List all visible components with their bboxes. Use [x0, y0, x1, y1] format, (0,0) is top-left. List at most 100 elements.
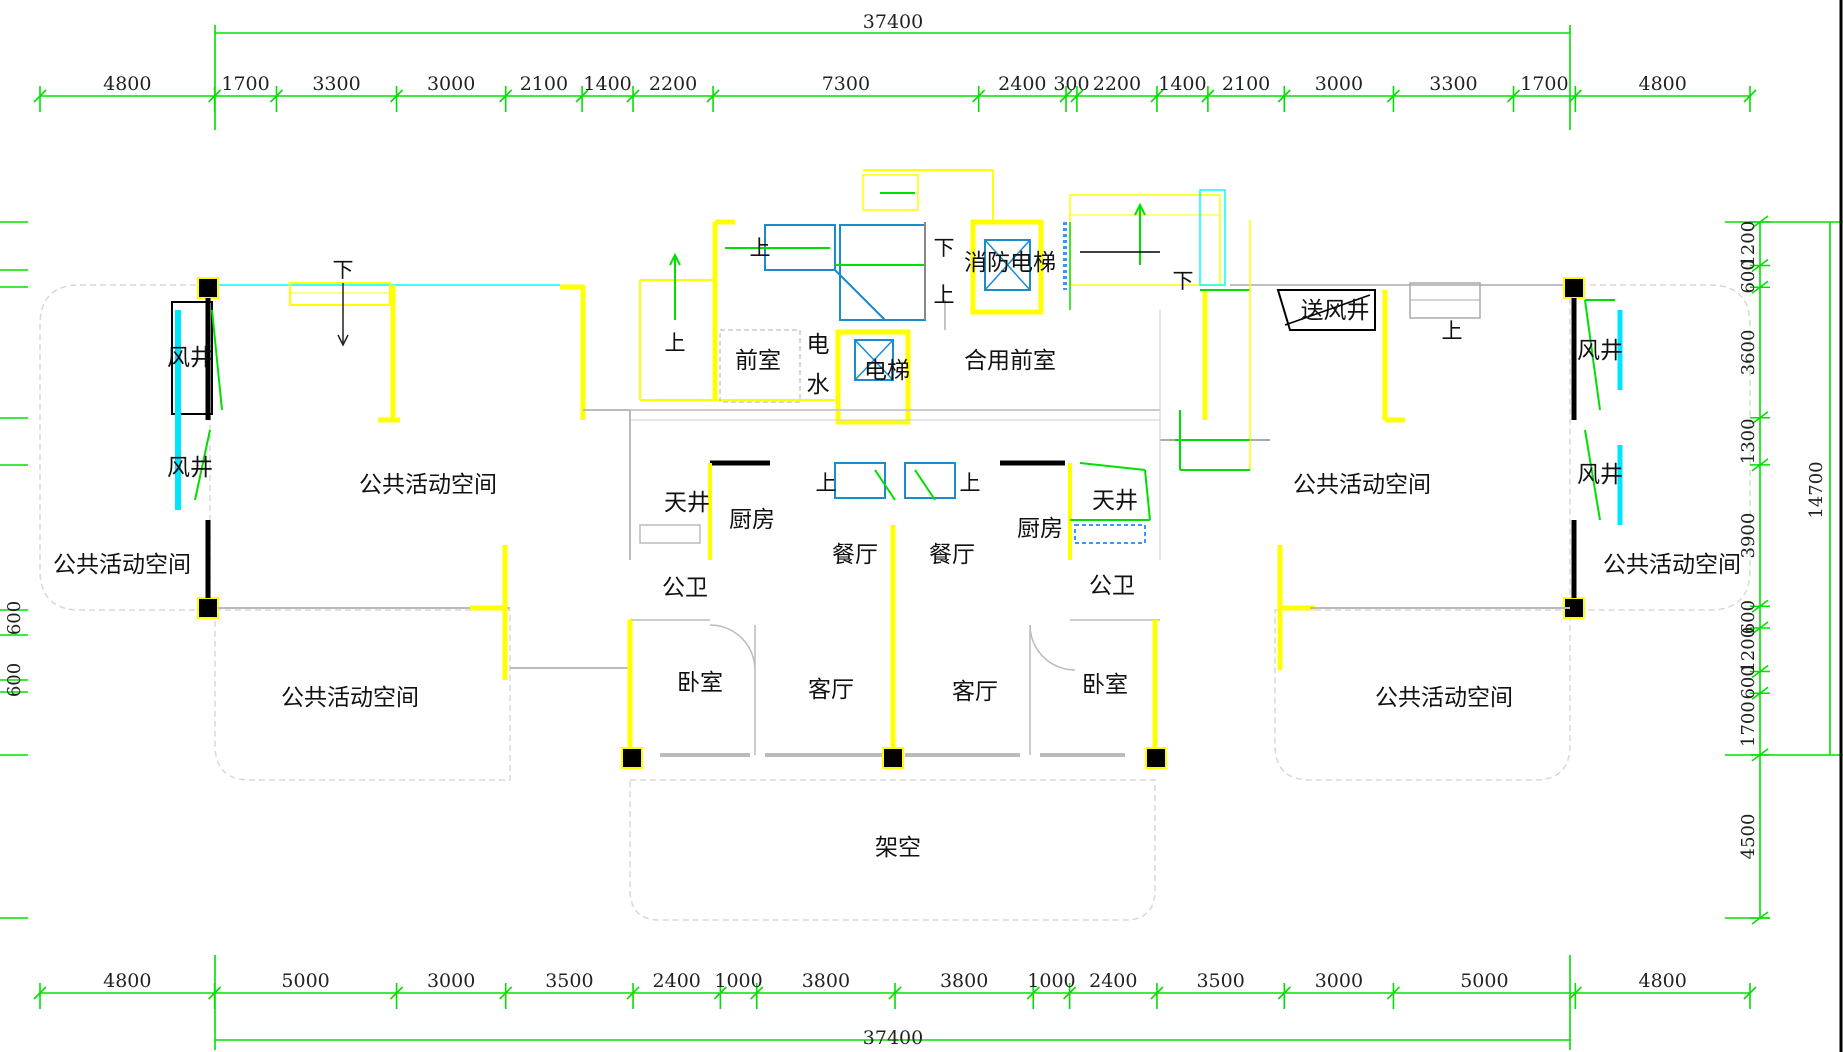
- right-dim-6: 600: [1738, 600, 1759, 634]
- label-stilt: 架空: [875, 835, 921, 861]
- left-dimensions: [0, 221, 28, 919]
- bottom-dim-11: 3500: [1196, 970, 1244, 992]
- top-dim-8: 7300: [822, 73, 870, 95]
- label-public-space-6: 公共活动空间: [1603, 552, 1741, 578]
- right-dimension-ticks: [1750, 215, 1770, 925]
- label-shared-front-room: 合用前室: [964, 348, 1056, 374]
- label-living-left: 客厅: [808, 677, 854, 703]
- bottom-dim-5: 2400: [653, 970, 701, 992]
- label-public-wc-left: 公卫: [662, 575, 708, 601]
- right-total-dim: 14700: [1806, 461, 1827, 518]
- label-public-space-1: 公共活动空间: [359, 472, 497, 498]
- core-walls: [629, 169, 1251, 560]
- top-dim-2: 1700: [221, 73, 269, 95]
- stair-down-core-right: 下: [1173, 269, 1194, 293]
- top-dim-3: 3300: [312, 73, 360, 95]
- right-dim-1: 1200: [1738, 221, 1759, 267]
- label-public-space-3: 公共活动空间: [281, 685, 419, 711]
- top-dim-13: 2100: [1222, 73, 1270, 95]
- bottom-dim-12: 3000: [1315, 970, 1363, 992]
- label-front-room: 前室: [735, 348, 781, 374]
- stair-up-core-landing: 上: [934, 283, 955, 307]
- top-dim-10: 300: [1053, 73, 1089, 95]
- label-air-shaft-left-2: 风井: [167, 455, 213, 481]
- bottom-dim-14: 4800: [1639, 970, 1687, 992]
- right-dim-7: 1200: [1738, 627, 1759, 673]
- top-dim-15: 3300: [1429, 73, 1477, 95]
- bottom-dim-6: 1000: [714, 970, 762, 992]
- bottom-total-dim: 37400: [863, 1027, 923, 1049]
- stair-up-core-main: 上: [750, 236, 771, 260]
- stair-up-unit-left: 上: [816, 471, 837, 495]
- stair-up-right-wing: 上: [1442, 319, 1463, 343]
- bottom-dim-2: 5000: [281, 970, 329, 992]
- top-dim-16: 1700: [1520, 73, 1568, 95]
- label-bedroom-right: 卧室: [1082, 672, 1128, 698]
- room-labels: 风井 风井 公共活动空间 公共活动空间 公共活动空间 前室 电 水 电梯 消防电…: [53, 250, 1741, 861]
- label-public-wc-right: 公卫: [1089, 573, 1135, 599]
- left-wing-walls: [171, 277, 630, 680]
- bottom-dimension-labels: 4800 5000 3000 3500 2400 1000 3800 3800 1000 2400…: [103, 970, 1687, 992]
- label-public-space-5: 公共活动空间: [1375, 685, 1513, 711]
- right-dim-10: 4500: [1738, 814, 1759, 860]
- right-wing-walls: [1160, 277, 1623, 670]
- bottom-dim-7: 3800: [802, 970, 850, 992]
- stair-down-left-wing: 下: [333, 258, 354, 282]
- stair-labels: 下 上 上 下 上 下 上 上 上: [333, 236, 1463, 495]
- right-dim-9: 1700: [1738, 701, 1759, 747]
- stair-up-unit-right: 上: [960, 471, 981, 495]
- right-dim-5: 3900: [1738, 513, 1759, 559]
- top-dim-1: 4800: [103, 73, 151, 95]
- top-dim-5: 2100: [520, 73, 568, 95]
- label-public-space-4: 公共活动空间: [1293, 472, 1431, 498]
- top-dim-11: 2200: [1093, 73, 1141, 95]
- label-kitchen-left: 厨房: [729, 507, 775, 533]
- right-dim-3: 3600: [1738, 330, 1759, 376]
- top-dimensions: [40, 25, 1750, 130]
- label-fire-elevator: 消防电梯: [964, 250, 1056, 276]
- label-air-shaft-right-2: 风井: [1577, 462, 1623, 488]
- right-dim-2: 600: [1738, 259, 1759, 293]
- left-dim-2: 600: [4, 663, 25, 697]
- bottom-dim-8: 3800: [940, 970, 988, 992]
- top-dimension-ticks: [33, 86, 1757, 112]
- bottom-dim-10: 2400: [1089, 970, 1137, 992]
- bottom-dimension-ticks: [33, 983, 1757, 1009]
- label-dining-right: 餐厅: [929, 542, 975, 568]
- bottom-dim-9: 1000: [1027, 970, 1075, 992]
- label-dining-left: 餐厅: [832, 542, 878, 568]
- label-kitchen-right: 厨房: [1017, 516, 1063, 542]
- top-dim-17: 4800: [1639, 73, 1687, 95]
- zone-outlines: [39, 284, 1751, 921]
- label-supply-air-shaft: 送风井: [1301, 298, 1370, 324]
- label-public-space-2: 公共活动空间: [53, 552, 191, 578]
- stair-down-core-main: 下: [934, 236, 955, 260]
- label-air-shaft-left-1: 风井: [167, 345, 213, 371]
- left-dim-1: 600: [4, 601, 25, 635]
- label-living-right: 客厅: [952, 679, 998, 705]
- label-air-shaft-right-1: 风井: [1577, 338, 1623, 364]
- bottom-dim-4: 3500: [545, 970, 593, 992]
- top-dim-9: 2400: [998, 73, 1046, 95]
- top-dim-14: 3000: [1315, 73, 1363, 95]
- label-water: 水: [807, 372, 830, 398]
- label-courtyard-left: 天井: [664, 490, 710, 516]
- stair-up-core-left: 上: [665, 331, 686, 355]
- top-dim-6: 1400: [583, 73, 631, 95]
- label-bedroom-left: 卧室: [677, 670, 723, 696]
- top-dim-12: 1400: [1158, 73, 1206, 95]
- top-total-dim: 37400: [863, 11, 923, 33]
- label-courtyard-right: 天井: [1092, 488, 1138, 514]
- bottom-dim-1: 4800: [103, 970, 151, 992]
- top-dim-7: 2200: [649, 73, 697, 95]
- label-elevator: 电梯: [864, 358, 910, 384]
- top-dim-4: 3000: [427, 73, 475, 95]
- bottom-dim-3: 3000: [427, 970, 475, 992]
- right-dim-8: 600: [1738, 665, 1759, 699]
- label-elec: 电: [807, 332, 830, 358]
- right-dim-4: 1300: [1738, 418, 1759, 464]
- units-walls: [621, 460, 1167, 769]
